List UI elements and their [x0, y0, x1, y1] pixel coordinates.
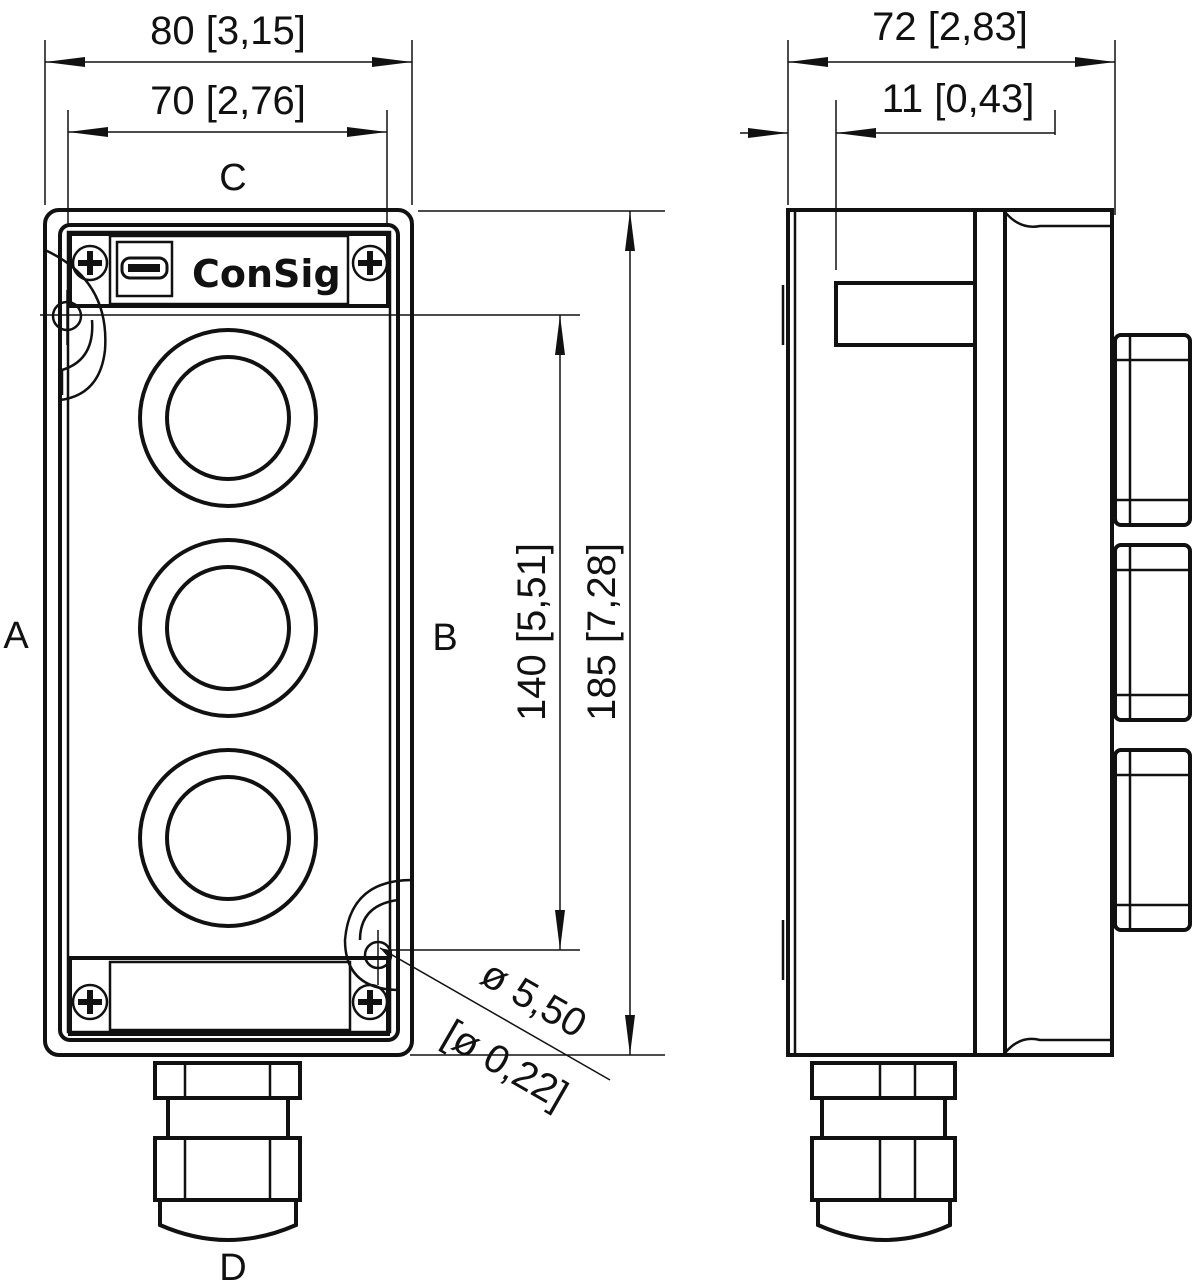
height-dimension: 185 [7,28] [580, 543, 624, 721]
side-label-d: D [219, 1247, 246, 1287]
bottom-strip [68, 956, 390, 1036]
bottom-plate [108, 960, 352, 1032]
inner-width-dimension: 70 [2,76] [150, 79, 306, 123]
screw-icon [351, 983, 389, 1021]
side-label-b: B [432, 617, 457, 659]
side-dimensions: 72 [2,83] 11 [0,43] [740, 5, 1116, 270]
side-lid-rib [834, 281, 977, 347]
front-dimensions: 80 [3,15] 70 [2,76] C A B D 140 [5,51] 1… [3, 9, 665, 1287]
screw-icon [351, 244, 389, 282]
side-body [786, 208, 1114, 1057]
screw-icon [71, 983, 109, 1021]
push-button-1 [138, 328, 318, 508]
depth-dimension: 72 [2,83] [872, 5, 1028, 49]
cable-gland-side [810, 1061, 957, 1242]
label-strip [68, 232, 390, 308]
brand-logo: ConSig [115, 240, 341, 298]
lid-outline [58, 223, 400, 1042]
label-plate [108, 234, 350, 306]
lid-dimension: 11 [0,43] [882, 77, 1035, 121]
screw-icon [71, 244, 109, 282]
width-dimension: 80 [3,15] [150, 9, 306, 53]
front-view: ConSig [43, 208, 414, 1242]
side-button-2 [1113, 543, 1192, 722]
mounting-hole-top [44, 248, 107, 402]
push-button-2 [138, 538, 318, 718]
mounting-hole-bottom [343, 878, 413, 992]
enclosure-outline [43, 208, 414, 1057]
side-view [781, 208, 1192, 1242]
cable-gland-front [153, 1053, 302, 1242]
push-button-3 [138, 748, 318, 928]
side-button-1 [1113, 333, 1192, 527]
logo-text: ConSig [192, 252, 341, 296]
side-button-3 [1113, 748, 1192, 932]
side-label-a: A [3, 615, 29, 657]
side-label-c: C [219, 157, 246, 199]
mount-height-dimension: 140 [5,51] [510, 543, 554, 721]
lid-inner [66, 230, 392, 1034]
